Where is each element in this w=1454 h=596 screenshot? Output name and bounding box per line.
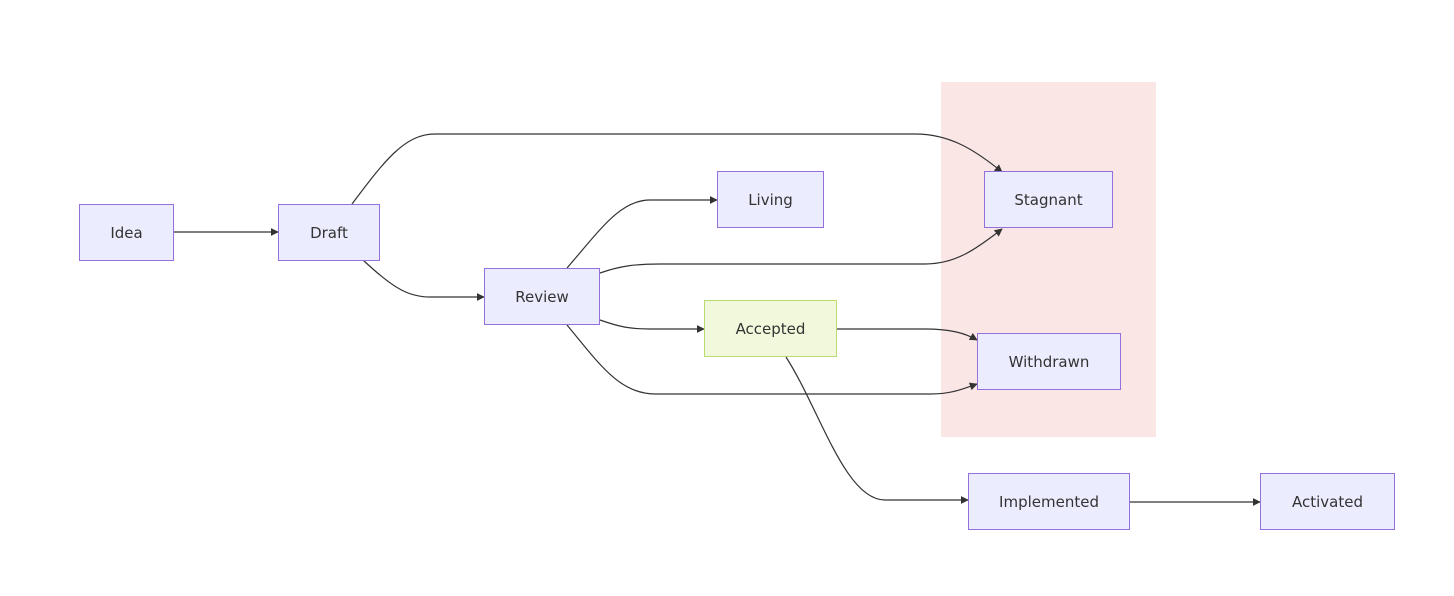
edge-accepted-withdrawn [837,328,978,341]
node-accepted: Accepted [704,300,837,357]
node-draft: Draft [278,204,380,261]
node-activated: Activated [1260,473,1395,530]
node-implemented: Implemented [968,473,1130,530]
edge-review-stagnant [599,228,1003,274]
node-review: Review [484,268,600,325]
node-withdrawn: Withdrawn [977,333,1121,390]
edge-review-withdrawn [566,324,978,395]
edge-review-accepted [599,319,705,333]
edge-review-living [566,196,718,269]
node-stagnant: Stagnant [984,171,1113,228]
edge-accepted-implemented [785,356,969,504]
node-idea: Idea [79,204,174,261]
edge-draft-review [362,259,485,301]
edge-draft-stagnant [351,133,1003,205]
node-living: Living [717,171,824,228]
